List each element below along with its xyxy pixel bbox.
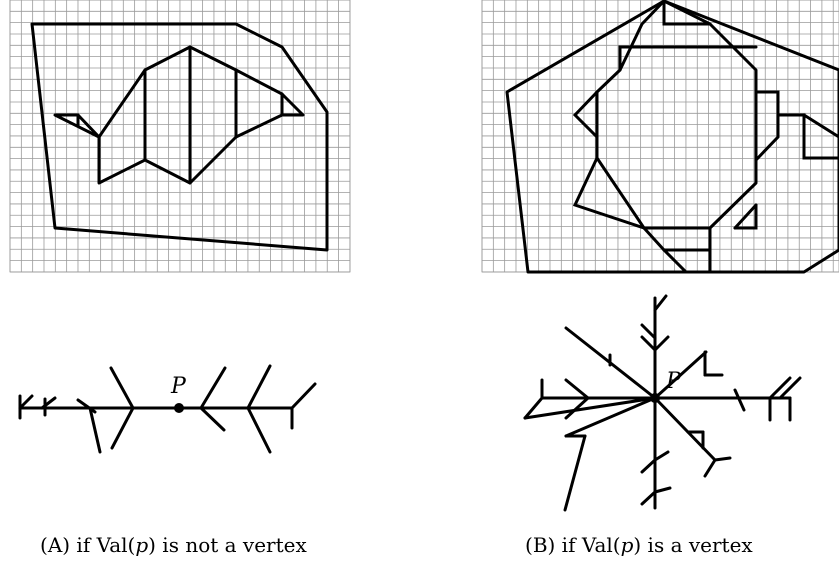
point-p-label-a: P xyxy=(170,374,187,399)
grid-a-lines xyxy=(9,0,351,273)
tree-a xyxy=(18,364,317,454)
outer-polygon-a xyxy=(30,22,329,252)
point-p-dot-b xyxy=(650,393,660,403)
outer-polygon-b xyxy=(505,0,839,274)
tree-b xyxy=(523,294,802,512)
grid-b-lines xyxy=(481,0,839,273)
inner-structure-b xyxy=(572,0,839,274)
caption-b: (B) if Val(p) is a vertex xyxy=(525,533,753,557)
caption-a: (A) if Val(p) is not a vertex xyxy=(40,533,307,557)
fish-inner-edges-a xyxy=(76,45,284,185)
fish-polygon-a xyxy=(53,45,305,185)
octagon-b xyxy=(595,0,758,230)
grid-panel-b xyxy=(481,0,839,274)
grid-panel-a xyxy=(9,0,351,273)
point-p-label-b: P xyxy=(665,369,682,394)
point-p-dot-a xyxy=(174,403,184,413)
